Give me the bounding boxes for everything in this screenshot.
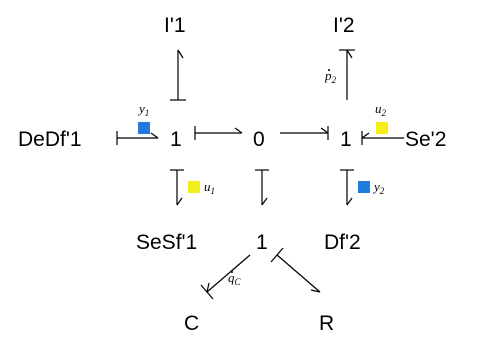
bond-left1-to-zero bbox=[194, 126, 243, 140]
bond-left1-to-i1 bbox=[170, 49, 186, 101]
node-i1: I'1 bbox=[164, 14, 186, 37]
node-junction-0: 0 bbox=[253, 128, 265, 151]
port-u1-marker bbox=[188, 181, 200, 193]
label-qc-dot: qC bbox=[228, 270, 242, 287]
port-y1-marker bbox=[138, 122, 150, 134]
bond-bottom1-to-r bbox=[270, 247, 321, 293]
node-junction-1-bottom: 1 bbox=[256, 231, 268, 254]
svg-text:qC: qC bbox=[228, 270, 242, 287]
bond-right1-to-i2 bbox=[339, 49, 355, 100]
bond-dedf1-to-left1 bbox=[116, 131, 159, 145]
node-c: C bbox=[184, 312, 199, 335]
bond-right1-to-df2 bbox=[340, 169, 354, 206]
label-p2-dot: p2 bbox=[324, 68, 337, 85]
bond-left1-to-sesf1 bbox=[170, 169, 184, 206]
port-y2-marker bbox=[358, 181, 370, 193]
node-df2: Df'2 bbox=[324, 231, 361, 254]
node-sesf1: SeSf'1 bbox=[136, 231, 197, 254]
label-u2: u2 bbox=[375, 101, 387, 118]
bond-zero-to-bottom1 bbox=[255, 169, 269, 206]
node-se2: Se'2 bbox=[405, 128, 446, 151]
label-y1: y1 bbox=[137, 101, 149, 118]
node-junction-1-right: 1 bbox=[340, 128, 352, 151]
label-u1: u1 bbox=[204, 179, 215, 196]
bond-bottom1-to-c bbox=[200, 254, 251, 300]
node-r: R bbox=[319, 312, 334, 335]
node-dedf1: DeDf'1 bbox=[18, 128, 82, 151]
node-junction-1-left: 1 bbox=[170, 128, 182, 151]
bond-zero-to-right1 bbox=[280, 126, 329, 140]
label-y2: y2 bbox=[372, 179, 385, 196]
port-u2-marker bbox=[376, 122, 388, 134]
node-i2: I'2 bbox=[333, 14, 355, 37]
svg-text:p2: p2 bbox=[324, 68, 337, 85]
bond-se2-to-right1 bbox=[361, 131, 404, 145]
